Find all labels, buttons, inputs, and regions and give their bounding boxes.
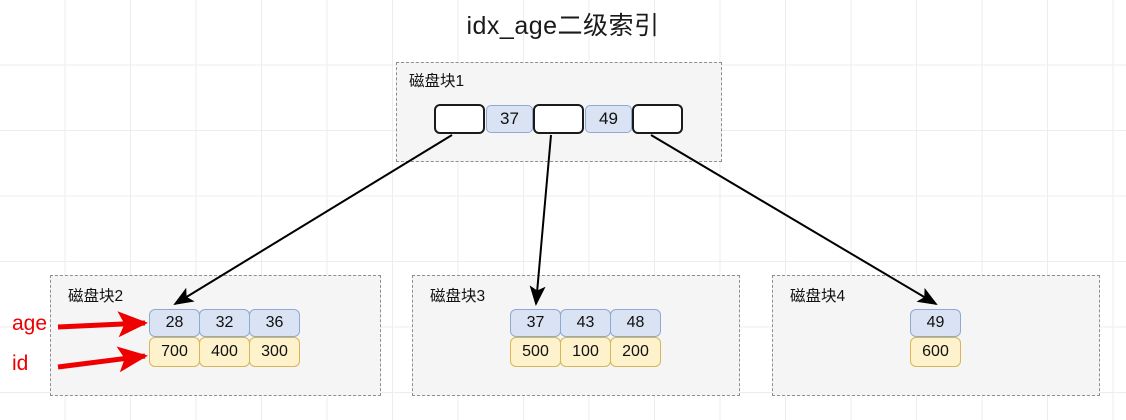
block3-age-cell-1[interactable]: 43 — [560, 309, 611, 337]
block3-id-cell-2[interactable]: 200 — [610, 337, 661, 367]
page-title: idx_age二级索引 — [466, 12, 660, 40]
block2-age-cell-2[interactable]: 36 — [249, 309, 300, 337]
block3-age-cell-0[interactable]: 37 — [510, 309, 561, 337]
root-key-cell-1[interactable]: 49 — [585, 105, 632, 133]
block2-id-cell-2[interactable]: 300 — [249, 337, 300, 367]
root-pointer-cell-1[interactable] — [533, 104, 584, 134]
block2-age-cell-1[interactable]: 32 — [199, 309, 250, 337]
disk-block-3-label: 磁盘块3 — [430, 288, 486, 305]
block3-id-cell-1[interactable]: 100 — [560, 337, 611, 367]
disk-block-2-label: 磁盘块2 — [68, 288, 124, 305]
block2-age-cell-0[interactable]: 28 — [149, 309, 200, 337]
id-annotation-label: id — [12, 352, 29, 375]
root-key-cell-0[interactable]: 37 — [486, 105, 533, 133]
block3-id-cell-0[interactable]: 500 — [510, 337, 561, 367]
block2-id-cell-0[interactable]: 700 — [149, 337, 200, 367]
root-pointer-cell-2[interactable] — [632, 104, 683, 134]
block2-id-cell-1[interactable]: 400 — [199, 337, 250, 367]
root-pointer-cell-0[interactable] — [434, 104, 485, 134]
block4-age-cell-0[interactable]: 49 — [910, 309, 961, 337]
disk-block-1-label: 磁盘块1 — [409, 73, 465, 90]
block4-id-cell-0[interactable]: 600 — [910, 337, 961, 367]
block3-age-cell-2[interactable]: 48 — [610, 309, 661, 337]
disk-block-4-label: 磁盘块4 — [790, 288, 846, 305]
age-annotation-label: age — [12, 312, 48, 335]
